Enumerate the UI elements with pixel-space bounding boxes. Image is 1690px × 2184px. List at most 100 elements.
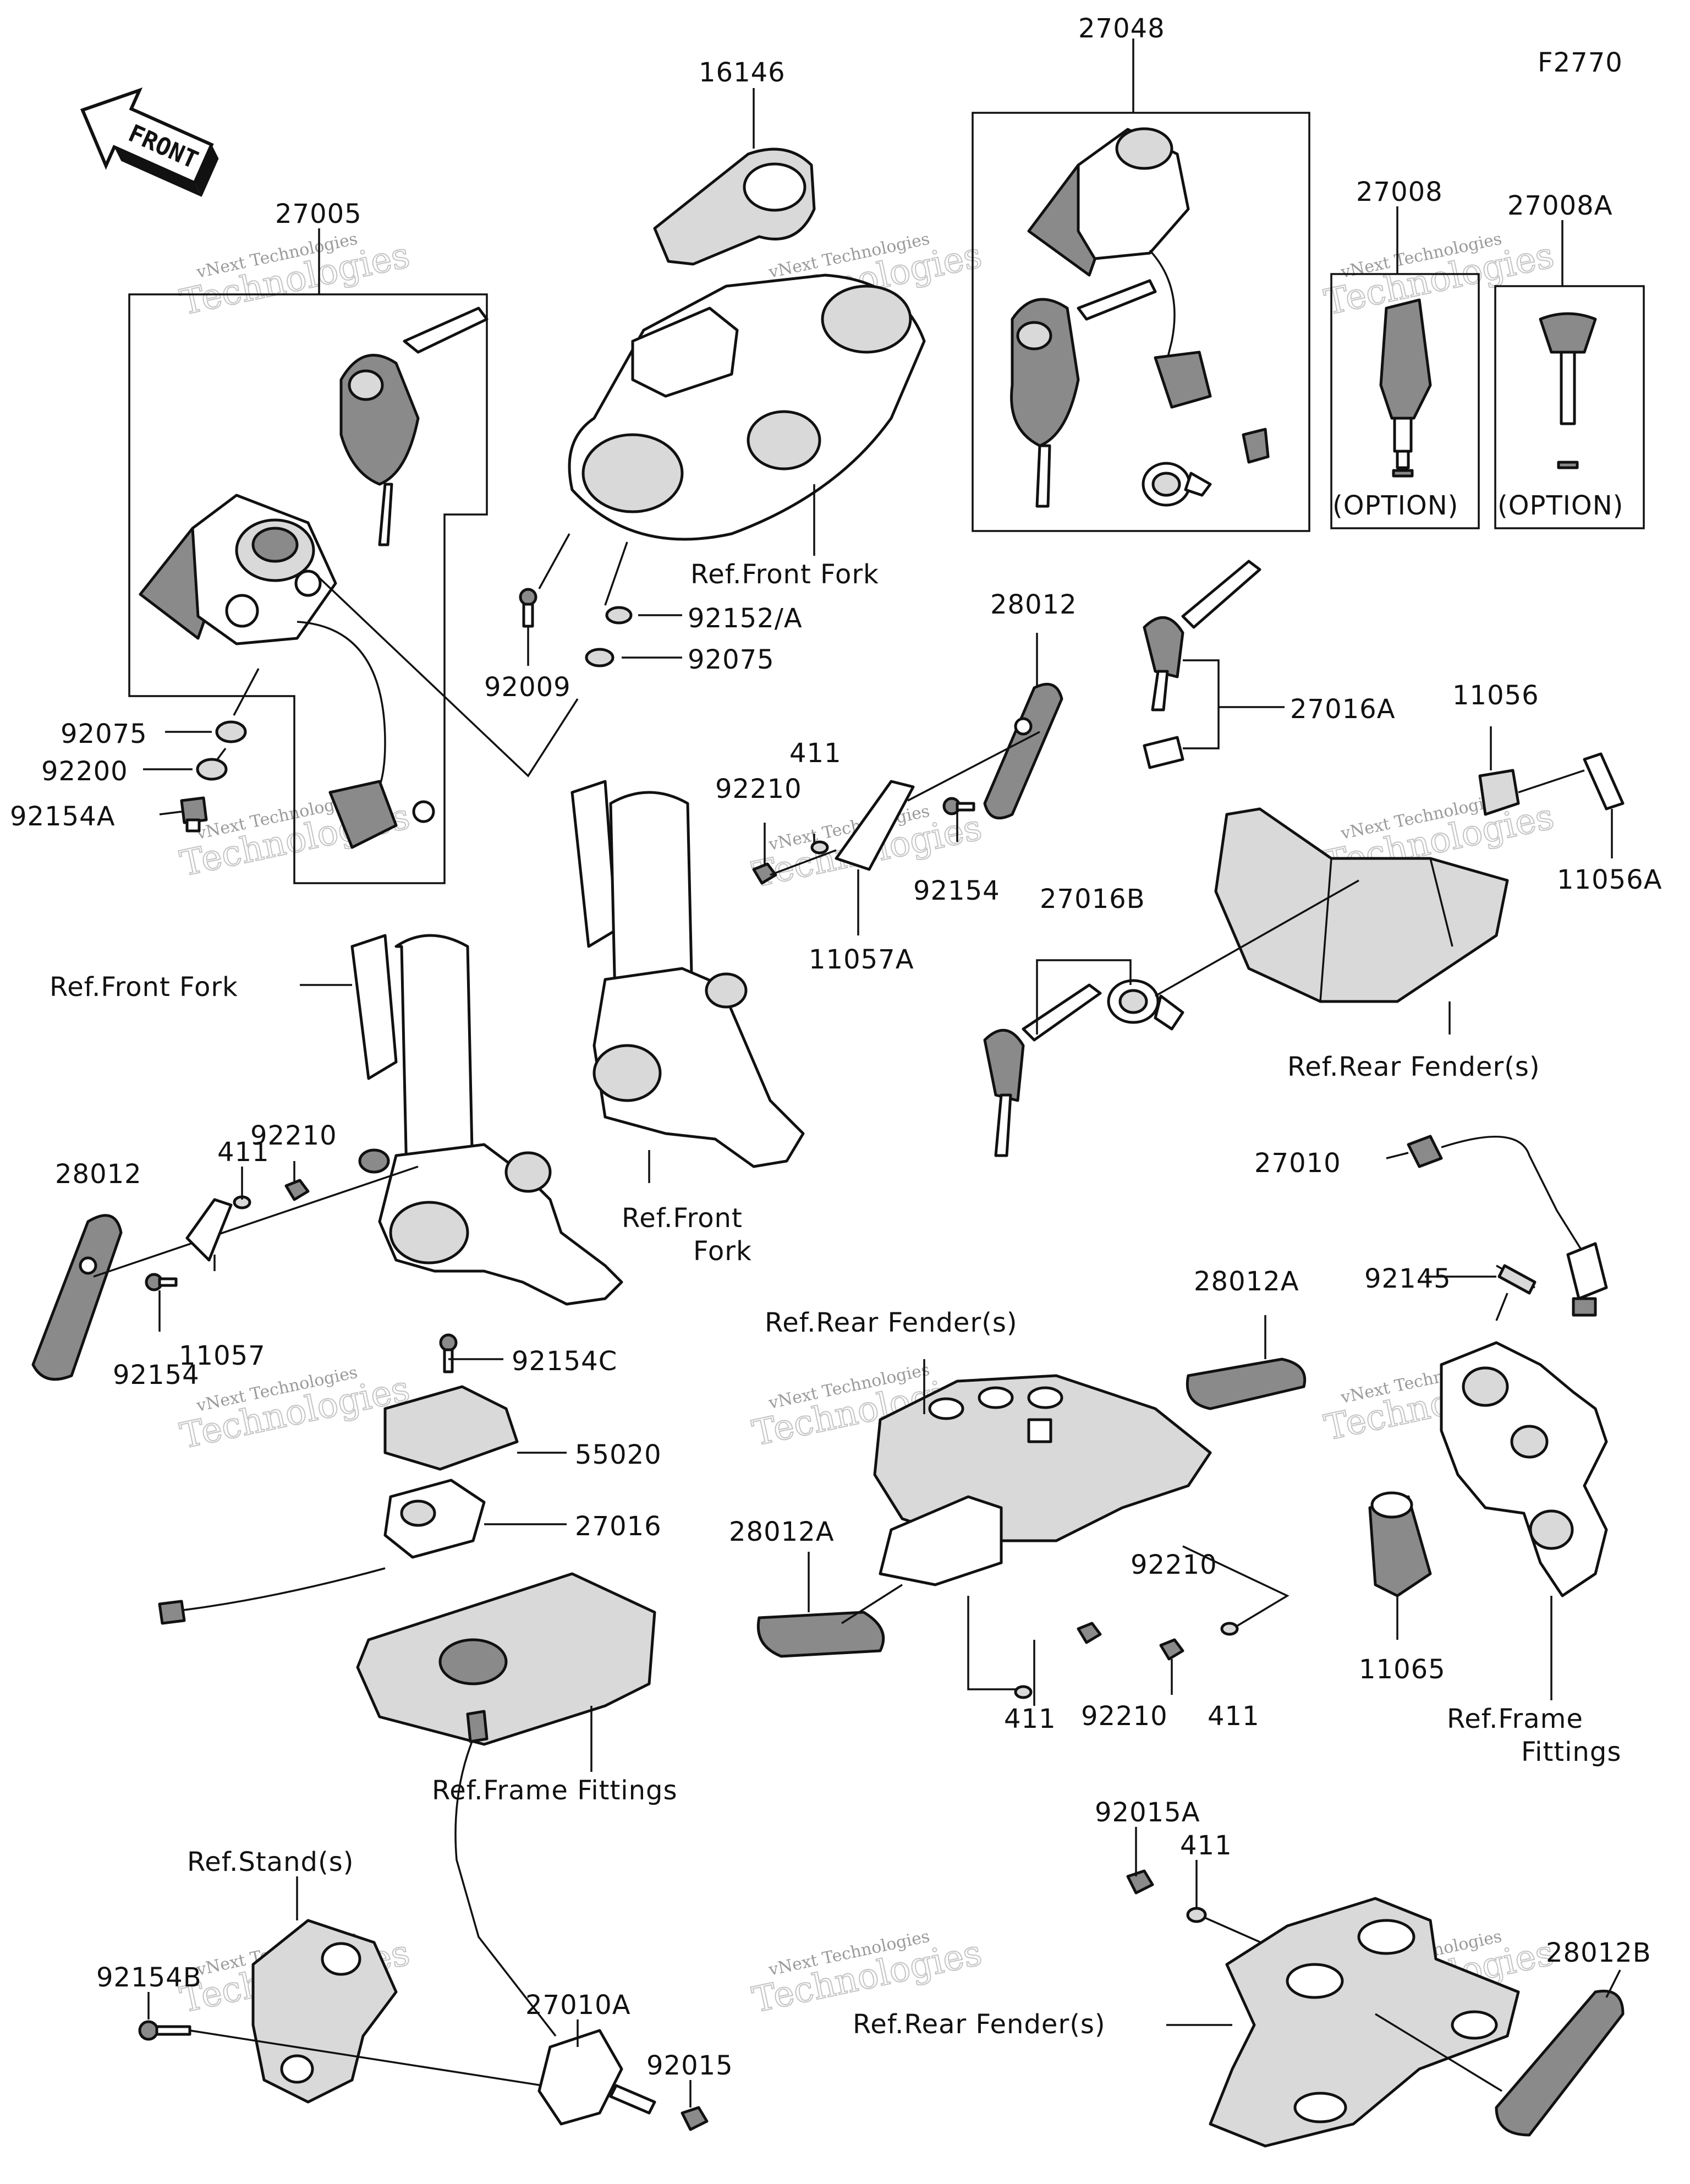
label-92154B: 92154B [96, 1962, 202, 1993]
frame-fittings-right [1440, 1341, 1608, 1597]
ignition-assy-27048 [1010, 127, 1270, 508]
bolt-92154A [180, 796, 208, 833]
nut-92015 [681, 2106, 709, 2131]
label-27010: 27010 [1254, 1148, 1341, 1179]
washer-411-bottom [1186, 1907, 1207, 1923]
nut-92210-mid [1077, 1622, 1102, 1644]
box-27008A [1494, 285, 1645, 529]
label-411-mid-b: 411 [1208, 1701, 1260, 1732]
label-11056: 11056 [1452, 680, 1539, 711]
rear-fender-bottom [1209, 1897, 1520, 2148]
label-11065: 11065 [1359, 1654, 1446, 1685]
label-27010A: 27010A [525, 1990, 631, 2021]
label-92075-top: 92075 [688, 644, 775, 675]
rear-fender-right [1214, 807, 1509, 1003]
label-28012A-top: 28012A [1194, 1266, 1299, 1297]
front-fork-mid [570, 780, 805, 1168]
washer-92075-left [215, 720, 247, 743]
label-411-top: 411 [789, 738, 842, 769]
label-92075-left: 92075 [61, 719, 147, 749]
washer-92075-top [585, 648, 614, 667]
bolt-92009 [519, 588, 537, 628]
label-27008A: 27008A [1507, 190, 1613, 221]
reflector-28012A-left [756, 1611, 885, 1658]
label-92210-mid: 92210 [1131, 1550, 1217, 1580]
bracket-11056 [1478, 769, 1520, 816]
label-92210-top: 92210 [715, 774, 802, 804]
bracket-11057A [835, 780, 915, 871]
label-92152A: 92152/A [688, 603, 803, 634]
key-27008 [1379, 298, 1432, 478]
label-ref-rear-fender-mid: Ref.Rear Fender(s) [765, 1307, 1018, 1338]
ignition-switch-27005 [139, 494, 435, 849]
label-92154-mid: 92154 [913, 875, 1000, 906]
collar-11065 [1368, 1491, 1432, 1597]
label-92210-left: 92210 [250, 1120, 337, 1151]
bolt-92154-mid [942, 797, 975, 815]
label-92154A: 92154A [10, 801, 116, 832]
nut-92210-mid-b [1159, 1638, 1184, 1661]
bolt-92154B [138, 2020, 191, 2041]
label-ref-front-fork-mid-1: Ref.Front [622, 1203, 743, 1234]
label-ref-frame-fittings-right-2: Fittings [1521, 1737, 1621, 1767]
label-option-b: (OPTION) [1497, 490, 1623, 521]
stand-bracket [251, 1919, 398, 2104]
label-28012-top: 28012 [990, 589, 1077, 620]
label-ref-frame-fittings-mid: Ref.Frame Fittings [432, 1775, 678, 1806]
label-28012A-left: 28012A [729, 1517, 835, 1547]
washer-411-mid-a [1014, 1685, 1033, 1699]
washer-411-mid-b [1220, 1622, 1239, 1636]
frame-fittings-mid [356, 1572, 656, 1746]
label-11057A: 11057A [809, 944, 914, 975]
label-11056A: 11056A [1557, 864, 1662, 895]
label-92210-mid-b: 92210 [1081, 1701, 1168, 1732]
nut-92015A [1126, 1869, 1154, 1895]
label-27016B: 27016B [1040, 884, 1145, 915]
lock-27016 [383, 1479, 486, 1559]
bracket-11057 [185, 1198, 233, 1262]
label-ref-stand: Ref.Stand(s) [187, 1847, 354, 1878]
label-411-mid-a: 411 [1004, 1704, 1056, 1734]
bolt-92154C [439, 1333, 458, 1373]
label-28012-left: 28012 [55, 1159, 142, 1190]
label-411-left: 411 [217, 1137, 270, 1168]
label-92154C: 92154C [512, 1346, 617, 1377]
sensor-27010 [1407, 1135, 1608, 1317]
label-92015: 92015 [646, 2050, 733, 2081]
front-arrow: FRONT [80, 87, 219, 197]
label-92009: 92009 [484, 672, 571, 703]
key-27016A [1143, 560, 1261, 769]
label-11057: 11057 [179, 1340, 266, 1371]
label-411-bottom: 411 [1180, 1830, 1232, 1861]
upper-triple-clamp [568, 273, 926, 541]
label-28012B: 28012B [1546, 1937, 1651, 1968]
washer-411-top [810, 840, 829, 855]
washer-92152A [605, 606, 633, 625]
key-27008A [1539, 312, 1597, 469]
label-92200: 92200 [41, 756, 128, 787]
reflector-28012B [1495, 1989, 1625, 2137]
labels: 16146 27048 27008 27008A 27005 (OPTION) … [10, 13, 1662, 2081]
label-ref-rear-fender-bottom: Ref.Rear Fender(s) [853, 2009, 1106, 2040]
washer-92200 [196, 758, 228, 781]
nut-92210-left [284, 1179, 310, 1201]
label-92154-left: 92154 [113, 1360, 200, 1391]
bracket-11056A [1583, 752, 1625, 811]
box-27008 [1330, 273, 1480, 529]
reflector-28012-top [983, 682, 1063, 820]
label-27048: 27048 [1078, 13, 1165, 44]
rear-fender-mid [873, 1374, 1212, 1586]
front-fork-left [350, 934, 623, 1306]
spring-92145 [1495, 1264, 1537, 1321]
label-27008: 27008 [1356, 177, 1443, 207]
leader-lines [143, 39, 1621, 2108]
nut-92210-top [752, 862, 777, 885]
label-27016A: 27016A [1290, 694, 1396, 725]
label-16146: 16146 [699, 57, 786, 88]
label-92015A: 92015A [1095, 1797, 1200, 1828]
plate-55020 [383, 1385, 519, 1471]
reflector-28012-left [31, 1214, 123, 1381]
